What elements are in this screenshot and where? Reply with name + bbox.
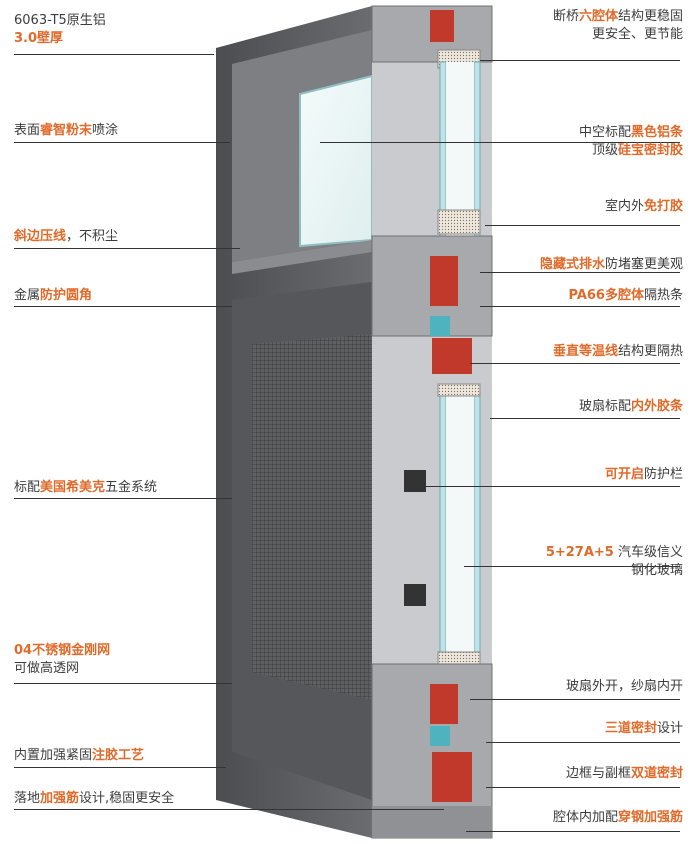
label-text: 喷涂: [92, 123, 119, 138]
label-text: 玻扇外开，纱扇内开: [565, 679, 683, 694]
label-text: 结构更稳固: [617, 9, 683, 24]
leader-line: [470, 363, 680, 364]
label-highlight: 免打胶: [643, 199, 683, 214]
label-text: 标配: [14, 480, 41, 495]
label-aluminum-grade: 6063-T5原生铝 3.0壁厚: [14, 12, 106, 48]
leader-line: [480, 306, 680, 307]
label-insulating-spacer: 中空标配黑色铝条 顶级硅宝密封胶: [579, 124, 683, 160]
label-steel-rib: 腔体内加配穿钢加强筋: [553, 809, 683, 827]
label-highlight: 5+27A+5: [545, 545, 614, 560]
leader-line: [320, 142, 680, 143]
label-highlight: 防护圆角: [40, 288, 93, 303]
label-highlight: 加强筋: [40, 791, 80, 806]
label-metal-corner: 金属防护圆角: [14, 287, 92, 305]
label-text: 金属: [14, 288, 41, 303]
leader-line: [486, 742, 680, 743]
label-text: 钢化玻璃: [630, 563, 683, 578]
leader-line: [14, 54, 214, 55]
label-highlight: 穿钢加强筋: [617, 810, 683, 825]
leader-line: [486, 787, 680, 788]
label-highlight: 可开启: [604, 467, 644, 482]
label-floor-rib: 落地加强筋设计,稳固更安全: [14, 790, 174, 808]
leader-line: [14, 248, 240, 249]
label-highlight: 04不锈钢金刚网: [14, 643, 111, 658]
label-steel-mesh: 04不锈钢金刚网 可做高透网: [14, 642, 110, 678]
label-surface-coating: 表面睿智粉末喷涂: [14, 122, 118, 140]
label-text: 汽车级信义: [617, 545, 683, 560]
label-text: 设计: [656, 721, 683, 736]
label-text: 内置加强紧固: [14, 748, 93, 763]
leader-line: [14, 683, 232, 684]
label-glue-injection: 内置加强紧固注胶工艺: [14, 747, 144, 765]
label-text: 腔体内加配: [552, 810, 618, 825]
label-highlight: 硅宝密封胶: [617, 143, 683, 158]
label-text: 顶级: [591, 143, 618, 158]
label-text: 断桥: [552, 9, 579, 24]
label-glass-spec: 5+27A+5 汽车级信义 钢化玻璃: [546, 544, 683, 580]
label-text: 隔热条: [643, 288, 683, 303]
leader-line: [14, 498, 232, 499]
label-text: 中空标配: [578, 125, 631, 140]
label-highlight: 美国希美克: [40, 480, 106, 495]
label-double-seal: 边框与副框双道密封: [566, 765, 683, 783]
label-text: 6063-T5原生铝: [14, 13, 106, 28]
label-text: 设计,稳固更安全: [79, 791, 175, 806]
label-highlight: 斜边压线: [14, 229, 67, 244]
label-highlight: PA66多腔体: [568, 288, 644, 303]
label-text: 结构更隔热: [617, 344, 683, 359]
leader-line: [490, 418, 680, 419]
label-text: 更安全、更节能: [591, 27, 683, 42]
label-pa66-strip: PA66多腔体隔热条: [568, 287, 683, 305]
label-text: 表面: [14, 123, 41, 138]
label-sash-gasket: 玻扇标配内外胶条: [579, 398, 683, 416]
label-highlight: 3.0壁厚: [14, 31, 64, 46]
leader-line: [14, 306, 232, 307]
label-text: 五金系统: [105, 480, 158, 495]
label-guard-rail: 可开启防护栏: [605, 466, 683, 484]
label-text: 室内外: [604, 199, 644, 214]
label-highlight: 睿智粉末: [40, 123, 93, 138]
label-opening-direction: 玻扇外开，纱扇内开: [566, 678, 683, 696]
leader-line: [14, 767, 226, 768]
screen-mesh: [252, 334, 372, 700]
label-bevel-bead: 斜边压线，不积尘: [14, 228, 118, 246]
leader-line: [418, 486, 680, 487]
label-highlight: 内外胶条: [630, 399, 683, 414]
leader-line: [464, 566, 680, 567]
label-triple-seal: 三道密封设计: [605, 720, 683, 738]
label-highlight: 垂直等温线: [552, 344, 618, 359]
label-isotherm: 垂直等温线结构更隔热: [553, 343, 683, 361]
label-highlight: 黑色铝条: [630, 125, 683, 140]
label-highlight: 三道密封: [604, 721, 657, 736]
leader-line: [485, 225, 680, 226]
label-highlight: 六腔体: [578, 9, 618, 24]
label-highlight: 隐藏式排水: [539, 257, 605, 272]
label-highlight: 注胶工艺: [92, 748, 145, 763]
label-hidden-drainage: 隐藏式排水防堵塞更美观: [540, 256, 683, 274]
leader-line: [14, 809, 444, 810]
label-text: 玻扇标配: [578, 399, 631, 414]
leader-line: [466, 831, 680, 832]
leader-line: [480, 60, 680, 61]
label-text: 落地: [14, 791, 41, 806]
label-text: 边框与副框: [565, 766, 631, 781]
label-text: 防护栏: [643, 467, 683, 482]
leader-line: [14, 142, 230, 143]
label-highlight: 双道密封: [630, 766, 683, 781]
label-text: 防堵塞更美观: [604, 257, 683, 272]
label-text: 可做高透网: [14, 661, 80, 676]
leader-line: [480, 272, 680, 273]
label-thermal-break-chambers: 断桥六腔体结构更稳固 更安全、更节能: [553, 8, 683, 44]
label-hardware-system: 标配美国希美克五金系统: [14, 479, 157, 497]
leader-line: [470, 699, 680, 700]
label-no-glue: 室内外免打胶: [605, 198, 683, 216]
label-text: ，不积尘: [66, 229, 119, 244]
